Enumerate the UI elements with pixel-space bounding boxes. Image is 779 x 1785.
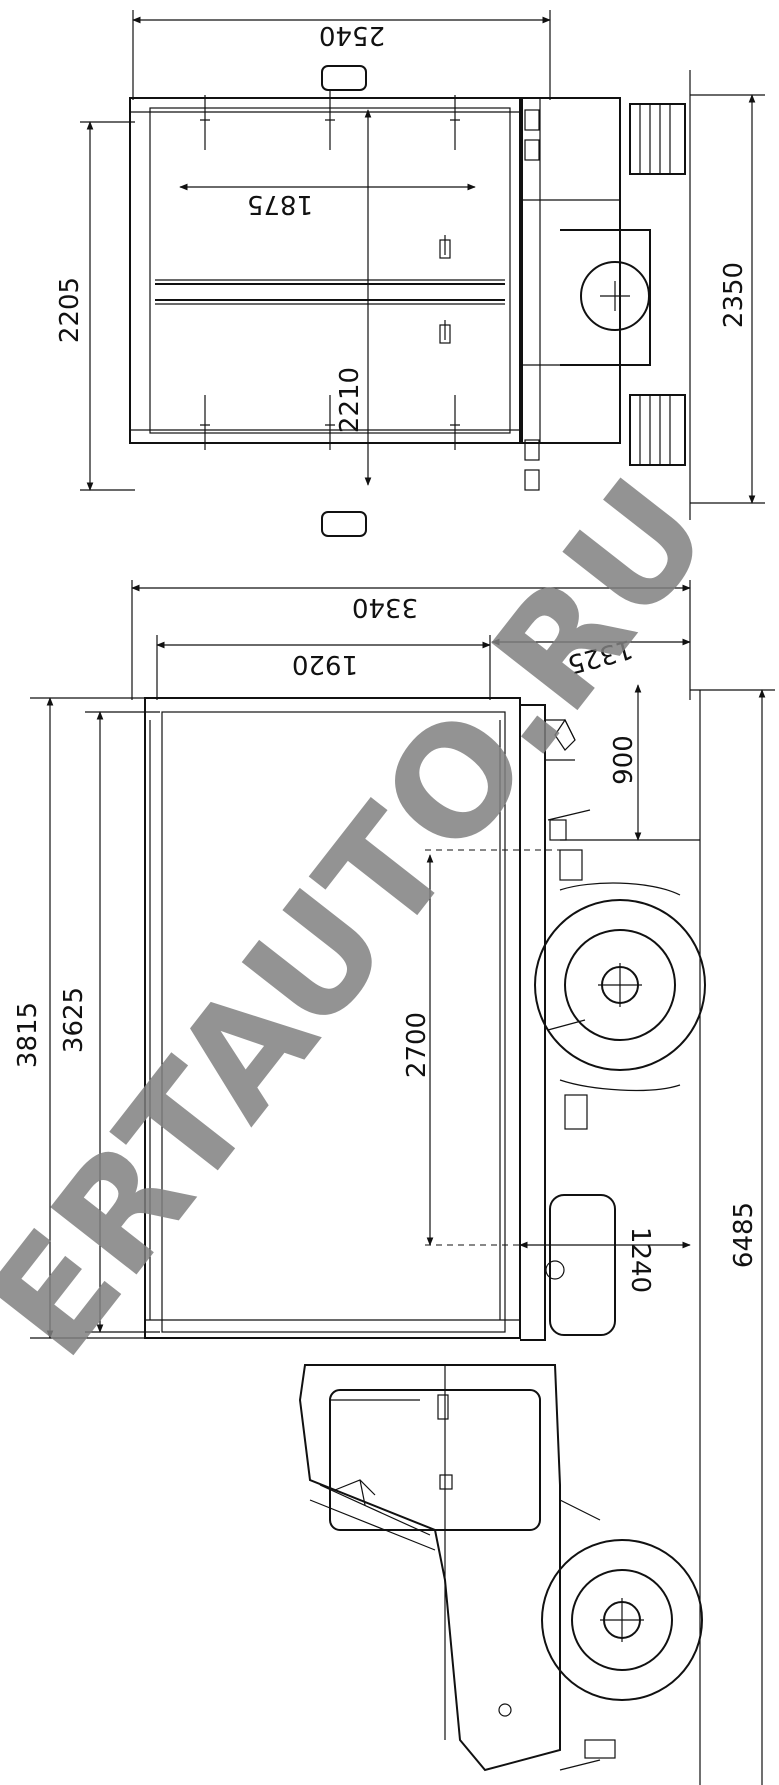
dim-1875: 1875 [247,189,313,219]
dim-900: 900 [609,735,639,785]
front-wheel-bottom [629,394,686,466]
top-view-body-outline [129,97,523,444]
top-view: 2540 1875 2205 2210 2350 [55,10,765,537]
fuel-tank [549,1194,616,1336]
top-view-cargo-outline [149,107,511,434]
front-wheel [541,1539,703,1701]
dim-3815: 3815 [13,1002,43,1068]
cab-window [329,1389,541,1531]
mirror-bottom [321,511,367,537]
cab [298,1364,561,1772]
dim-2540: 2540 [319,20,385,50]
top-view-cab [519,97,621,444]
dim-1920: 1920 [292,649,358,679]
front-wheel-top [629,103,686,175]
dim-2700: 2700 [402,1012,432,1078]
dim-1240: 1240 [625,1227,655,1293]
dim-2350: 2350 [719,262,749,328]
rear-wheel [534,899,706,1071]
dim-2210: 2210 [335,367,365,433]
cargo-body-inner [161,711,506,1333]
side-view: 3340 1920 1325 900 2700 1240 6485 3815 [13,580,775,1785]
dim-6485: 6485 [729,1202,759,1268]
dim-3625: 3625 [59,987,89,1053]
dim-3340: 3340 [352,592,418,622]
mirror-top [321,65,367,91]
dim-2205: 2205 [55,277,85,343]
